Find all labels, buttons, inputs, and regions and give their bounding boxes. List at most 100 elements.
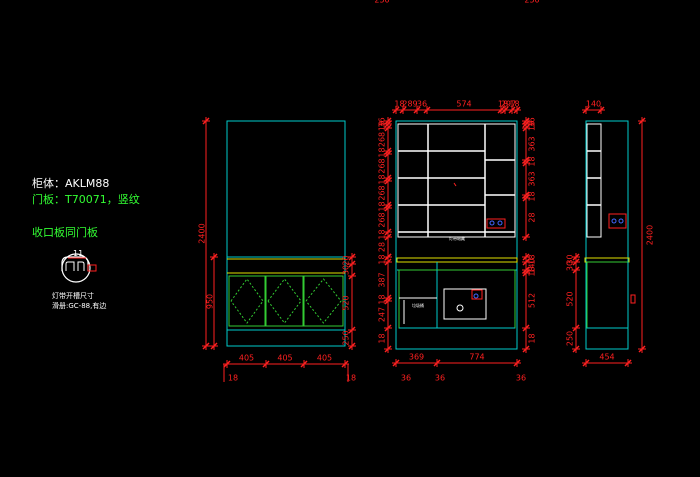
front-drawer-3 xyxy=(303,275,344,327)
open-top-dims-label-6: 18 xyxy=(509,100,519,109)
side-upper-shelving xyxy=(586,123,602,238)
side-outer-frame xyxy=(585,120,629,350)
open-tap-icon xyxy=(473,293,479,299)
side-left-lower-dims-label-2: 520 xyxy=(566,291,575,306)
door-material-note: 门板：T70071，竖纹 xyxy=(32,193,140,206)
open-right-upper-dims-label-6: 28 xyxy=(528,212,537,222)
side-socket-icon-1 xyxy=(611,218,617,224)
open-right-upper-dims-label-3: 18 xyxy=(528,156,537,166)
open-top-dims-label-4: 18 xyxy=(498,100,508,109)
front-right-dims-label-0: 20 xyxy=(342,255,351,265)
open-left-lower-dims-label-2: 18 xyxy=(378,294,387,304)
open-right-lower-dims-label-0: 18 xyxy=(528,254,537,264)
open-right-upper-dims-label-4: 363 xyxy=(528,171,537,186)
open-left-upper-dims-label-1: 18 xyxy=(378,121,387,131)
front-drawer-1 xyxy=(228,275,266,327)
side-left-lower-dims-label-0: 30 xyxy=(566,254,575,264)
profile-groove-inner xyxy=(65,261,85,271)
front-drawer-3-swing-mark xyxy=(305,278,342,324)
open-bin-label: 垃圾桶 xyxy=(412,302,424,308)
open-right-lower-dims-label-3: 512 xyxy=(528,293,537,308)
front-right-dims-label-1: 30 xyxy=(342,265,351,275)
open-top-dims-label-0: 18 xyxy=(394,100,404,109)
profile-detail-circle xyxy=(61,253,91,283)
open-left-lower-dims-label-1: 387 xyxy=(378,272,387,287)
front-end-right-label: 18 xyxy=(346,374,356,383)
open-right-upper-dims-label-1: 18 xyxy=(528,121,537,131)
open-left-lower-dims-label-3: 247 xyxy=(378,307,387,322)
side-socket-icon-2 xyxy=(618,218,624,224)
open-left-lower-dims-label-5: 250 xyxy=(374,0,389,5)
open-right-upper-dims-label-2: 363 xyxy=(528,136,537,151)
open-socket-box xyxy=(486,218,506,229)
open-light-label: 灯带暗藏 xyxy=(449,235,465,241)
open-drain-icon xyxy=(456,304,464,312)
side-bottom-dim-label-0: 454 xyxy=(599,353,614,362)
open-counter-top xyxy=(396,257,518,263)
open-sink-box xyxy=(443,288,487,320)
side-counter-top xyxy=(584,257,630,263)
open-left-upper-dims-label-5: 18 xyxy=(378,174,387,184)
open-socket-icon-2 xyxy=(497,220,503,226)
front-drawer-2 xyxy=(265,275,304,327)
open-right-lower-dims-label-4: 18 xyxy=(528,333,537,343)
open-right-lower-dims-label-1: 140 xyxy=(528,258,537,273)
open-left-upper-dims-label-6: 268 xyxy=(378,185,387,200)
front-end-left-label: 18 xyxy=(228,374,238,383)
open-left-upper-dims-label-3: 18 xyxy=(378,147,387,157)
open-right-lower-dims-label-5: 250 xyxy=(524,0,539,5)
open-right-upper-dims-label-5: 18 xyxy=(528,191,537,201)
open-top-dims-label-1: 289 xyxy=(402,100,417,109)
front-width-dims-label-1: 405 xyxy=(277,354,292,363)
open-left-upper-dims-label-4: 268 xyxy=(378,158,387,173)
open-left-upper-dims-label-9: 18 xyxy=(378,229,387,239)
profile-note-2: 滑册:GC-88,有边 xyxy=(52,302,107,310)
open-right-lower-dims-label-2: 18 xyxy=(528,266,537,276)
front-height-lower-label-0: 950 xyxy=(206,294,215,309)
open-left-upper-dims-label-8: 268 xyxy=(378,212,387,227)
open-tap-box xyxy=(471,289,483,300)
open-socket-icon-1 xyxy=(489,220,495,226)
front-width-dims-label-2: 405 xyxy=(317,354,332,363)
side-height-total-label-0: 2400 xyxy=(646,225,655,245)
open-top-dims-label-5: 297 xyxy=(501,100,516,109)
front-right-dims-label-3: 250 xyxy=(342,330,351,345)
side-socket-box xyxy=(608,213,627,229)
open-left-upper-dims-label-2: 268 xyxy=(378,132,387,147)
open-bottom-dims-label-0: 369 xyxy=(409,353,424,362)
open-top-dims-label-3: 574 xyxy=(456,100,471,109)
front-drawer-2-swing-mark xyxy=(267,278,302,324)
cabinet-material-note: 柜体：AKLM88 xyxy=(32,177,110,190)
side-left-lower-dims-label-1: 30 xyxy=(566,261,575,271)
profile-dim-label: 11 xyxy=(73,249,84,258)
open-top-dims-label-2: 36 xyxy=(417,100,427,109)
open-right-upper-dims-label-0: 36 xyxy=(528,117,537,127)
side-top-dim-label-0: 140 xyxy=(586,100,601,109)
open-bottom-small-1: 36 xyxy=(401,374,411,383)
front-width-dims-label-0: 405 xyxy=(239,354,254,363)
side-lower-carcass xyxy=(586,261,629,329)
profile-note-1: 灯带开槽尺寸 xyxy=(52,292,94,300)
front-right-dims-label-2: 520 xyxy=(342,295,351,310)
open-outer-frame xyxy=(395,120,518,350)
open-upper-shelving-frame xyxy=(397,123,516,238)
open-cursor-mark xyxy=(453,182,457,187)
open-bottom-small-3: 36 xyxy=(516,374,526,383)
open-left-lower-dims-label-4: 18 xyxy=(378,333,387,343)
side-handle xyxy=(630,294,636,304)
front-drawer-1-swing-mark xyxy=(230,278,264,324)
open-left-lower-dims-label-0: 18 xyxy=(378,254,387,264)
open-bottom-dims-label-1: 774 xyxy=(469,353,484,362)
open-left-upper-dims-label-10: 28 xyxy=(378,242,387,252)
side-left-lower-dims-label-3: 250 xyxy=(566,331,575,346)
open-left-upper-dims-label-7: 18 xyxy=(378,201,387,211)
open-left-upper-dims-label-0: 36 xyxy=(378,117,387,127)
open-bottom-small-2: 36 xyxy=(435,374,445,383)
trim-note: 收口板同门板 xyxy=(32,226,98,239)
front-upper-door-panel xyxy=(226,120,346,258)
profile-marker xyxy=(87,264,97,272)
front-height-total-label-0: 2400 xyxy=(198,223,207,243)
front-base-cabinet xyxy=(226,256,346,347)
